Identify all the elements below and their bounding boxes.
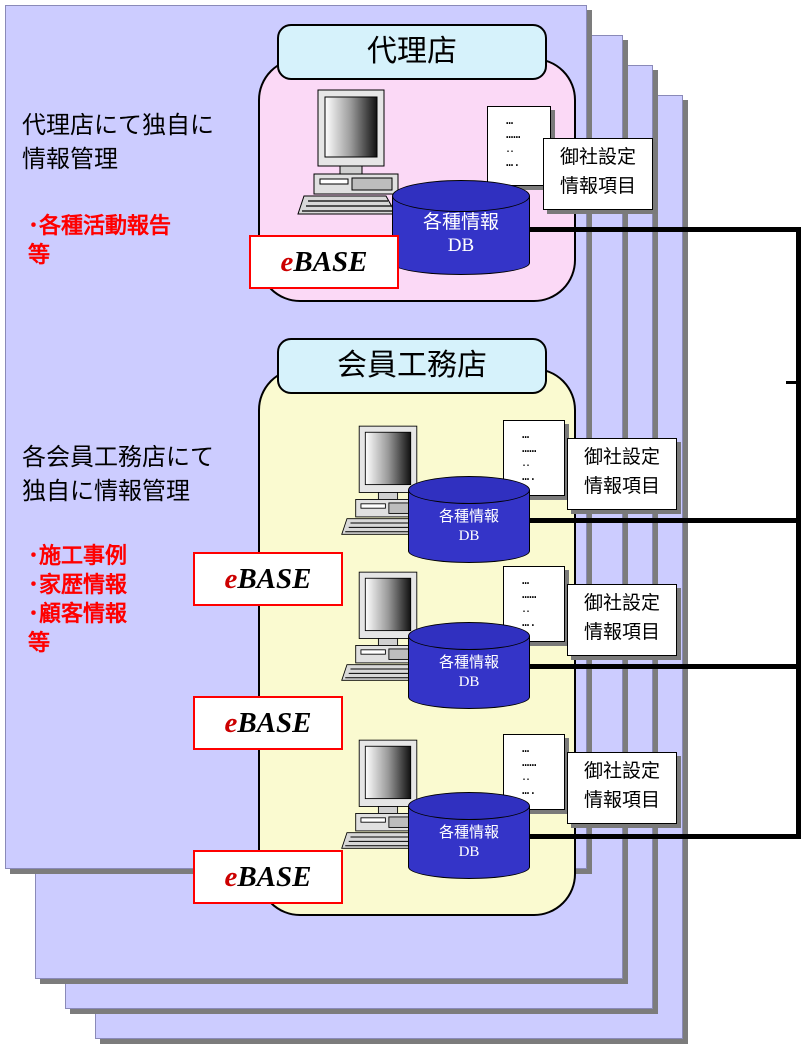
member-side-text-line-2: 独自に情報管理 bbox=[22, 477, 190, 505]
ebase-rest: BASE bbox=[237, 707, 312, 739]
member-example-1: ･施工事例 bbox=[28, 544, 128, 569]
agency-side-text-line-1: 代理店にて独自に bbox=[22, 111, 214, 139]
db-sublabel: DB bbox=[458, 528, 480, 544]
doc-dots-1: … bbox=[522, 573, 530, 587]
info-box-line-2: 情報項目 bbox=[583, 475, 660, 497]
agency-database: 各種情報 DB bbox=[392, 180, 530, 276]
doc-dots-2: …… bbox=[522, 441, 537, 455]
db-sublabel: DB bbox=[458, 674, 480, 690]
doc-dots-4: …. bbox=[522, 469, 537, 483]
computer-icon bbox=[341, 571, 430, 681]
doc-dots-1: … bbox=[522, 427, 530, 441]
ebase-e: e bbox=[224, 563, 238, 595]
member-database-3: 各種情報 DB bbox=[408, 792, 530, 880]
agency-example-2: 等 bbox=[28, 243, 51, 268]
wire-agency bbox=[530, 227, 800, 232]
wire-member-3 bbox=[530, 834, 800, 839]
computer-icon bbox=[341, 425, 430, 535]
ebase-rest: BASE bbox=[237, 563, 312, 595]
member-ebase-label-2: eBASE bbox=[193, 696, 343, 750]
wire-member-1 bbox=[530, 518, 800, 523]
member-title: 会員工務店 bbox=[277, 338, 547, 394]
agency-title: 代理店 bbox=[277, 24, 547, 80]
agency-examples: ･各種活動報告 等 bbox=[28, 212, 171, 270]
ebase-e: e bbox=[224, 707, 238, 739]
info-box-line-2: 情報項目 bbox=[583, 621, 660, 643]
info-box-line-1: 御社設定 bbox=[583, 446, 660, 468]
member-side-text-line-1: 各会員工務店にて bbox=[22, 443, 214, 471]
doc-dots-4: …. bbox=[506, 155, 521, 169]
doc-dots-2: …… bbox=[522, 755, 537, 769]
doc-dots-3: ‥ bbox=[522, 769, 531, 783]
member-info-box-1: 御社設定 情報項目 bbox=[567, 438, 677, 510]
db-sublabel: DB bbox=[447, 235, 475, 256]
doc-dots-1: … bbox=[506, 113, 514, 127]
network-stub bbox=[786, 381, 801, 384]
agency-side-text: 代理店にて独自に 情報管理 bbox=[22, 108, 214, 176]
member-info-box-2: 御社設定 情報項目 bbox=[567, 584, 677, 656]
member-examples: ･施工事例 ･家歴情報 ･顧客情報 等 bbox=[28, 542, 127, 658]
db-label: 各種情報 bbox=[438, 653, 499, 671]
agency-doc-sheet: … …… ‥ …. bbox=[487, 106, 551, 186]
db-label: 各種情報 bbox=[438, 823, 499, 841]
db-label: 各種情報 bbox=[438, 507, 499, 525]
member-example-2: ･家歴情報 bbox=[28, 573, 128, 598]
doc-dots-2: …… bbox=[522, 587, 537, 601]
doc-dots-4: …. bbox=[522, 615, 537, 629]
info-box-line-2: 情報項目 bbox=[559, 175, 636, 197]
ebase-e: e bbox=[224, 861, 238, 893]
member-info-box-3: 御社設定 情報項目 bbox=[567, 752, 677, 824]
agency-info-box: 御社設定 情報項目 bbox=[543, 138, 653, 210]
wire-member-2 bbox=[530, 664, 800, 669]
network-trunk-vertical bbox=[796, 227, 801, 839]
member-side-text: 各会員工務店にて 独自に情報管理 bbox=[22, 440, 214, 508]
doc-dots-4: …. bbox=[522, 783, 537, 797]
doc-dots-2: …… bbox=[506, 127, 521, 141]
member-database-1: 各種情報 DB bbox=[408, 476, 530, 564]
doc-dots-3: ‥ bbox=[522, 601, 531, 615]
member-example-3: ･顧客情報 bbox=[28, 602, 128, 627]
member-ebase-label-3: eBASE bbox=[193, 850, 343, 904]
db-label: 各種情報 bbox=[422, 211, 499, 233]
info-box-line-2: 情報項目 bbox=[583, 789, 660, 811]
agency-side-text-line-2: 情報管理 bbox=[22, 145, 118, 173]
member-ebase-label-1: eBASE bbox=[193, 552, 343, 606]
ebase-rest: BASE bbox=[293, 246, 368, 278]
agency-ebase-label: eBASE bbox=[249, 235, 399, 289]
info-box-line-1: 御社設定 bbox=[583, 760, 660, 782]
ebase-e: e bbox=[280, 246, 294, 278]
info-box-line-1: 御社設定 bbox=[559, 146, 636, 168]
doc-dots-1: … bbox=[522, 741, 530, 755]
db-sublabel: DB bbox=[458, 844, 480, 860]
member-example-4: 等 bbox=[28, 631, 51, 656]
doc-dots-3: ‥ bbox=[506, 141, 515, 155]
ebase-rest: BASE bbox=[237, 861, 312, 893]
info-box-line-1: 御社設定 bbox=[583, 592, 660, 614]
doc-dots-3: ‥ bbox=[522, 455, 531, 469]
agency-example-1: ･各種活動報告 bbox=[28, 214, 172, 239]
member-database-2: 各種情報 DB bbox=[408, 622, 530, 710]
computer-icon bbox=[297, 89, 399, 215]
